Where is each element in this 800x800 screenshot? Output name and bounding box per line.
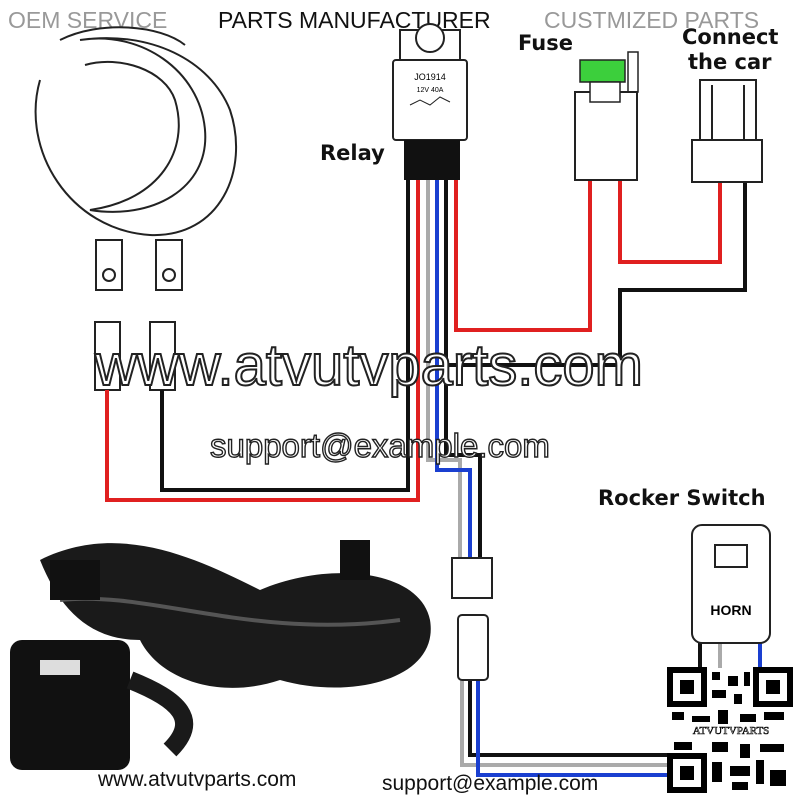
car-connector bbox=[691, 79, 763, 183]
relay-model: JO1914 bbox=[414, 72, 446, 82]
relay-label: Relay bbox=[320, 141, 385, 165]
watermark-website: www.atvutvparts.com bbox=[94, 333, 643, 398]
fuse bbox=[574, 51, 639, 181]
horn-button-label: HORN bbox=[710, 602, 751, 618]
fuse-label: Fuse bbox=[518, 31, 573, 55]
header-parts-manufacturer: PARTS MANUFACTURER bbox=[218, 7, 491, 33]
footer-website: www.atvutvparts.com bbox=[97, 768, 296, 791]
watermark-email: support@example.com bbox=[210, 427, 550, 464]
switch-connector bbox=[451, 557, 493, 681]
header-customized-parts: CUSTMIZED PARTS bbox=[544, 7, 759, 33]
relay: JO1914 12V 40A bbox=[392, 23, 468, 180]
horn-icon bbox=[34, 26, 238, 391]
qr-code: ATVUTVPARTS bbox=[667, 667, 794, 794]
rocker-switch: HORN bbox=[691, 524, 771, 644]
connect-label-line1: Connect bbox=[682, 25, 778, 49]
footer-email: support@example.com bbox=[382, 772, 598, 795]
wiring-harness-photo bbox=[10, 540, 431, 770]
rocker-switch-label: Rocker Switch bbox=[598, 486, 766, 510]
wires bbox=[105, 180, 762, 777]
qr-label: ATVUTVPARTS bbox=[693, 725, 770, 737]
relay-rating: 12V 40A bbox=[417, 87, 444, 94]
connect-label-line2: the car bbox=[688, 50, 772, 74]
